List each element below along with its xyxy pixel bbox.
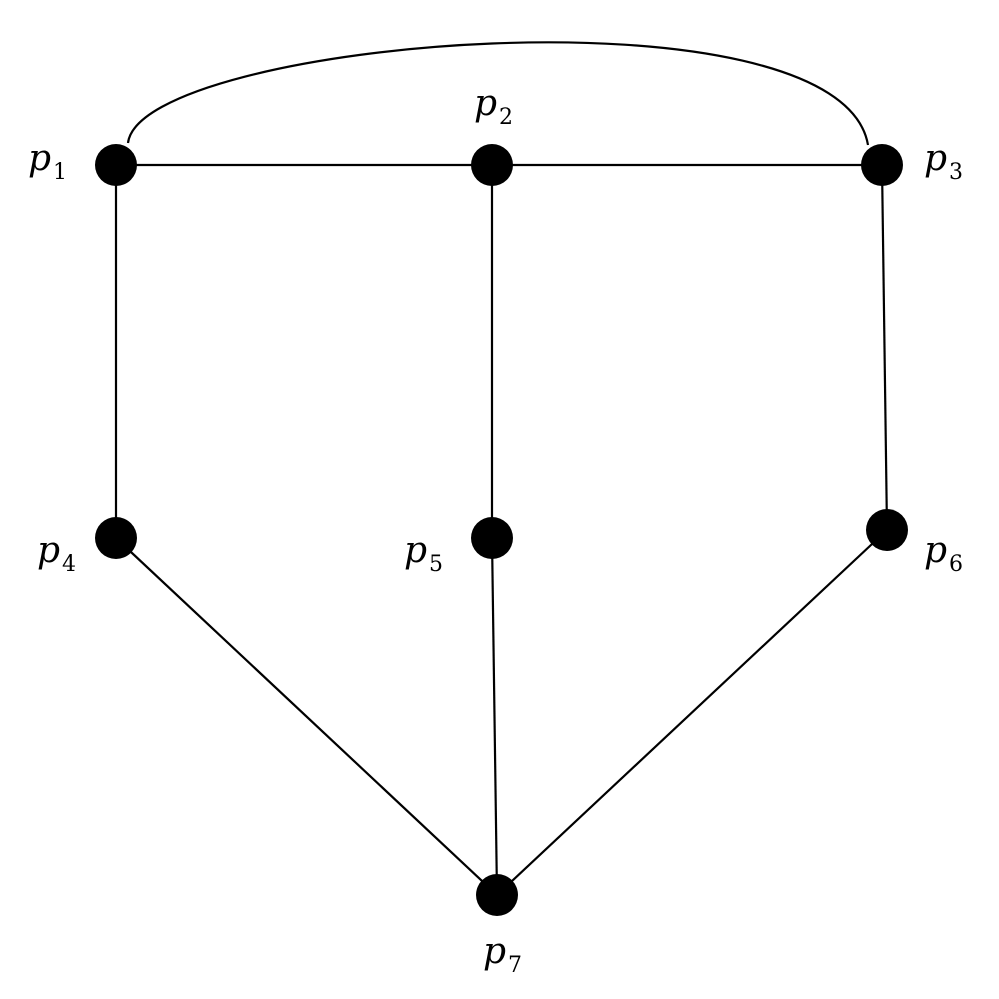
label-p6: p6 [924, 530, 963, 577]
label-p5: p5 [404, 530, 443, 577]
edge-p5-p7 [490, 537, 499, 896]
label-p2: p2 [474, 83, 513, 130]
node-p4 [95, 517, 137, 559]
edge-p1-p3 [126, 41, 870, 146]
edge-p4-p7 [115, 537, 498, 896]
label-p4: p4 [37, 530, 76, 577]
labels-layer: p1 p2 p3 p4 p5 p6 p7 [28, 83, 963, 978]
label-p3: p3 [924, 138, 963, 185]
node-p7 [476, 874, 518, 916]
edges-layer [114, 41, 889, 896]
node-p2 [471, 144, 513, 186]
label-p1: p1 [28, 138, 67, 185]
node-p3 [861, 144, 903, 186]
nodes-layer [95, 144, 908, 916]
node-p5 [471, 517, 513, 559]
edge-p3-p6 [880, 164, 889, 531]
node-p6 [866, 509, 908, 551]
label-p7: p7 [483, 931, 522, 978]
edge-p6-p7 [496, 529, 888, 896]
node-p1 [95, 144, 137, 186]
